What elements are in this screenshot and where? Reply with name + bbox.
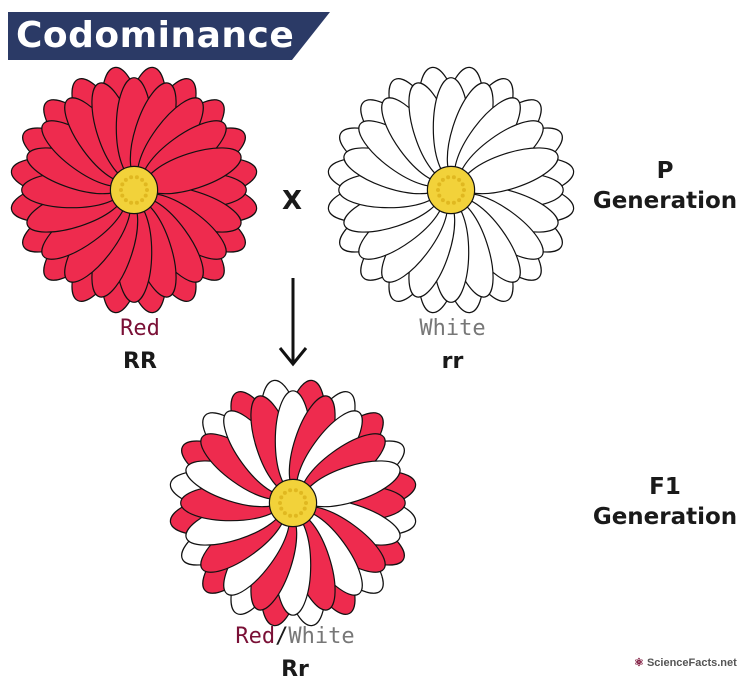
center-dot: [299, 490, 304, 495]
white-flower: [327, 66, 575, 314]
p-generation-line2: Generation: [592, 188, 738, 214]
center-dot: [440, 177, 445, 182]
center-dot: [451, 200, 456, 205]
center-dot: [120, 182, 125, 187]
flower-center: [426, 165, 476, 215]
offspring-phenotype: Red/White: [200, 624, 390, 649]
center-dot: [279, 495, 284, 500]
center-dot: [437, 182, 442, 187]
center-dot: [134, 175, 139, 180]
cross-symbol: X: [282, 186, 303, 216]
center-dot: [451, 175, 456, 180]
f1-generation-line1: F1: [649, 474, 681, 500]
offspring-genotype: Rr: [281, 657, 309, 682]
center-dot: [119, 188, 123, 192]
center-dot: [460, 193, 465, 198]
center-dot: [278, 501, 282, 505]
watermark-logo: ⚛ ScienceFacts.net: [634, 656, 737, 669]
center-dot: [143, 193, 148, 198]
atom-icon: ⚛: [634, 657, 644, 669]
p-generation-label: P Generation: [580, 156, 750, 216]
phenotype-white-text: White: [419, 316, 486, 341]
center-dot: [462, 188, 466, 192]
p-generation-line1: P: [656, 158, 674, 184]
red-flower: [10, 66, 258, 314]
title-banner: [8, 12, 330, 60]
center-dot: [440, 198, 445, 203]
center-dot: [293, 513, 298, 518]
center-dot: [145, 188, 149, 192]
center-dot: [304, 501, 308, 505]
offspring-red-text: Red: [235, 624, 276, 649]
center-dot: [288, 513, 293, 518]
down-arrow-icon: [278, 278, 308, 367]
center-dot: [446, 200, 451, 205]
flower-center: [268, 478, 318, 528]
parent-red-phenotype: Red: [100, 316, 180, 341]
center-dot: [446, 175, 451, 180]
center-dot: [293, 488, 298, 493]
center-dot: [134, 200, 139, 205]
center-dot: [140, 177, 145, 182]
parent-red-genotype: RR: [123, 349, 157, 374]
center-dot: [143, 182, 148, 187]
f1-generation-line2: Generation: [592, 504, 738, 530]
red-white-flower: [169, 379, 417, 627]
parent-white-phenotype: White: [400, 316, 505, 341]
center-dot: [437, 193, 442, 198]
center-dot: [457, 198, 462, 203]
center-dot: [302, 495, 307, 500]
offspring-separator: /: [275, 624, 289, 649]
center-dot: [279, 506, 284, 511]
page-title: Codominance: [16, 15, 295, 56]
center-dot: [436, 188, 440, 192]
center-dot: [460, 182, 465, 187]
center-dot: [140, 198, 145, 203]
flower-center: [109, 165, 159, 215]
watermark-text: ScienceFacts.net: [646, 657, 737, 669]
center-dot: [299, 511, 304, 516]
center-dot: [129, 200, 134, 205]
center-dot: [282, 511, 287, 516]
f1-generation-label: F1 Generation: [580, 472, 750, 532]
center-dot: [457, 177, 462, 182]
phenotype-red-text: Red: [120, 316, 160, 341]
center-dot: [129, 175, 134, 180]
center-dot: [302, 506, 307, 511]
offspring-white-text: White: [288, 624, 355, 649]
center-dot: [282, 490, 287, 495]
center-dot: [123, 198, 128, 203]
center-dot: [123, 177, 128, 182]
center-dot: [120, 193, 125, 198]
center-dot: [288, 488, 293, 493]
parent-white-genotype: rr: [441, 349, 464, 374]
